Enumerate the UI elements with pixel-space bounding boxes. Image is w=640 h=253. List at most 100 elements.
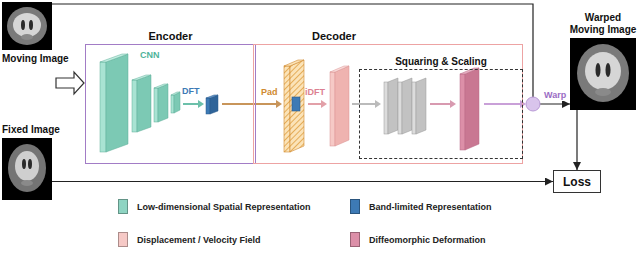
brain-image: [2, 138, 52, 200]
brain-image: [596, 63, 601, 77]
box-title: Decoder: [254, 30, 414, 43]
velocity-field: [330, 72, 335, 146]
velocity-field: [330, 66, 349, 146]
brain-image: [2, 2, 52, 50]
deformation-field: [460, 68, 479, 150]
deformation-field: [460, 74, 465, 150]
loss-box: Loss: [553, 170, 601, 193]
cnn-block: [154, 84, 168, 88]
brain-image: [570, 38, 636, 110]
legend-item: Low-dimensional Spatial Representation: [118, 199, 311, 214]
legend-text: Displacement / Velocity Field: [137, 235, 261, 245]
legend-swatch: [350, 199, 360, 214]
cnn-block: [174, 92, 180, 113]
cnn-block: [158, 84, 168, 122]
brain-image: [28, 159, 32, 169]
flow-arrow: [183, 103, 198, 105]
squaring-block: [398, 82, 402, 134]
squaring-box: Squaring & Scaling: [359, 69, 523, 159]
band-limited-block: [210, 95, 218, 114]
cnn-block: [171, 92, 180, 95]
cnn-block: [132, 80, 137, 132]
flow-arrow: [375, 100, 381, 108]
deformation-field: [465, 68, 479, 150]
legend-swatch: [118, 199, 128, 214]
brain-image: [15, 151, 39, 181]
cnn-block: [106, 54, 128, 152]
legend-text: Low-dimensional Spatial Representation: [137, 202, 311, 212]
legend-text: Diffeomorphic Deformation: [369, 235, 486, 245]
legend-text: Band-limited Representation: [369, 202, 492, 212]
padded-block: [284, 66, 290, 152]
brain-image: [22, 159, 26, 169]
decoder-box: Squaring & ScalingDecoder: [253, 44, 523, 164]
image-frame: Warped Moving Image: [570, 38, 636, 110]
operation-label: Pad: [261, 87, 278, 98]
brain-image: [13, 13, 41, 37]
box-title: Moving Image: [2, 53, 69, 65]
connector-arrow: [52, 181, 553, 182]
box-title: Fixed Image: [2, 124, 60, 136]
squaring-block: [388, 78, 398, 134]
cnn-block: [100, 62, 106, 152]
band-limited-block: [206, 95, 218, 114]
legend-swatch: [118, 232, 128, 247]
box-title: Encoder: [86, 30, 255, 43]
image-frame: Fixed Image: [2, 138, 52, 200]
flow-arrow: [308, 100, 327, 108]
cnn-block: [100, 54, 128, 62]
brain-image: [2, 2, 52, 50]
input-arrow: [56, 72, 84, 94]
cnn-block: [100, 54, 180, 152]
flow-arrow: [520, 100, 526, 108]
squaring-block: [384, 78, 426, 134]
flow-arrow: [276, 100, 282, 108]
squaring-block: [416, 78, 426, 134]
brain-image: [21, 34, 33, 40]
band-limited-block: [206, 95, 218, 98]
padded-block: [284, 60, 304, 152]
flow-arrow: [308, 103, 321, 105]
brain-image: [21, 180, 33, 186]
squaring-block: [412, 82, 416, 134]
box-label: Loss: [563, 174, 591, 188]
squaring-block: [384, 82, 388, 134]
flow-arrow: [222, 103, 276, 105]
legend-swatch: [350, 232, 360, 247]
padded-block: [292, 97, 300, 111]
warp-junction: [526, 97, 540, 111]
flow-arrow: [484, 100, 526, 108]
box-title: Warped Moving Image: [566, 12, 640, 36]
brain-image: [585, 52, 621, 90]
cnn-block: [171, 95, 174, 113]
flow-arrow: [450, 100, 456, 108]
flow-arrow: [321, 100, 327, 108]
brain-image: [606, 63, 611, 77]
flow-arrow: [222, 100, 282, 108]
connector-arrow: [52, 4, 570, 104]
encoder-box: Encoder: [85, 44, 256, 164]
velocity-field: [330, 66, 349, 72]
flow-arrow: [430, 100, 456, 108]
flow-arrow: [198, 100, 204, 108]
connector-arrow: [576, 110, 577, 170]
box-title: Squaring & Scaling: [360, 56, 522, 68]
flow-arrow: [183, 100, 204, 108]
brain-image: [577, 44, 629, 102]
padded-block: [290, 60, 304, 152]
brain-image: [21, 20, 25, 30]
flow-arrow: [352, 100, 381, 108]
brain-image: [8, 144, 46, 192]
cnn-block: [154, 88, 158, 122]
legend-item: Band-limited Representation: [350, 199, 492, 214]
brain-image: [570, 38, 636, 110]
squaring-block: [402, 78, 412, 134]
cnn-block: [132, 75, 151, 80]
brain-image: [2, 138, 52, 200]
edge-label: Warp: [543, 90, 567, 101]
operation-label: CNN: [140, 50, 160, 61]
padded-block: [284, 60, 304, 66]
band-limited-block: [206, 98, 210, 114]
brain-image: [595, 88, 611, 96]
flow-arrow: [484, 103, 520, 105]
